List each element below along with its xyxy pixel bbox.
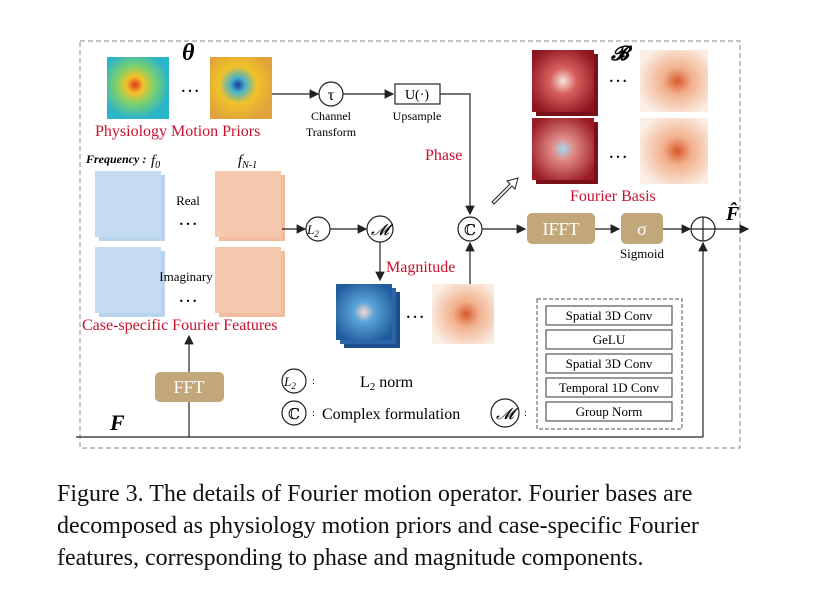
magnitude-ellipsis: … bbox=[405, 301, 425, 323]
magnitude-image-peach bbox=[432, 284, 494, 344]
legend-layer-box bbox=[545, 353, 673, 374]
sigma-symbol: σ bbox=[637, 219, 647, 239]
legend-layer-label: GeLU bbox=[593, 332, 626, 347]
figure-caption: Figure 3. The details of Fourier motion … bbox=[57, 481, 699, 571]
feature-real-peach bbox=[215, 171, 281, 237]
hollow-arrow-to-basis bbox=[491, 177, 519, 205]
m-node-symbol: 𝓜 bbox=[371, 222, 394, 239]
feature-imag-peach bbox=[215, 247, 281, 313]
legend-m-colon: : bbox=[524, 408, 527, 419]
l2-node-symbol: L2 bbox=[306, 222, 319, 239]
theta-symbol: θ bbox=[182, 40, 195, 66]
prior-heatmap-last bbox=[210, 57, 272, 119]
upsample-label: Upsample bbox=[393, 109, 442, 123]
legend-layer-label: Group Norm bbox=[576, 404, 643, 419]
f-hat-label: F̂ bbox=[725, 201, 740, 225]
fft-box bbox=[155, 372, 224, 402]
legend-m-node bbox=[490, 398, 520, 428]
legend-layer-label: Spatial 3D Conv bbox=[566, 308, 653, 323]
basis-image-peach-bottom bbox=[640, 118, 708, 184]
prior-ellipsis: … bbox=[180, 75, 200, 97]
frequency-label: Frequency : bbox=[85, 152, 146, 166]
diagram-border bbox=[79, 40, 741, 449]
legend-l2-colon: : bbox=[312, 376, 315, 387]
basis-image-red-top bbox=[532, 50, 594, 112]
complex-node-symbol: ℂ bbox=[464, 223, 476, 239]
arrow-upsample-to-complex bbox=[440, 93, 475, 216]
fN1-label: fN-1 bbox=[238, 153, 257, 171]
channel-label: Channel bbox=[311, 109, 352, 123]
legend-l2-node bbox=[281, 368, 307, 394]
legend-l2-node-symbol: L2 bbox=[283, 374, 296, 391]
upsample-symbol: U(·) bbox=[405, 88, 429, 103]
transform-label: Transform bbox=[306, 125, 357, 139]
fourier-motion-operator-diagram: … θ Physiology Motion Priors τ Channel T… bbox=[76, 40, 750, 449]
sigmoid-label: Sigmoid bbox=[620, 246, 665, 261]
fft-label: FFT bbox=[173, 377, 204, 397]
legend-complex-text: Complex formulation bbox=[322, 406, 460, 423]
f0-label: f0 bbox=[151, 153, 160, 171]
basis-image-peach-top bbox=[640, 50, 708, 112]
prior-heatmap-first bbox=[107, 57, 169, 119]
legend-layer-box bbox=[545, 329, 673, 350]
legend-layer-box bbox=[545, 377, 673, 398]
legend-layer-label: Spatial 3D Conv bbox=[566, 356, 653, 371]
feature-real-blue bbox=[95, 171, 161, 237]
legend-complex-symbol: ℂ bbox=[288, 407, 300, 423]
physiology-motion-priors-label: Physiology Motion Priors bbox=[95, 123, 260, 140]
legend-complex-colon: : bbox=[312, 408, 315, 419]
magnitude-label: Magnitude bbox=[386, 259, 455, 276]
f-input-label: F bbox=[109, 410, 125, 435]
legend-complex-node bbox=[281, 400, 307, 426]
magnitude-image-blue bbox=[336, 284, 392, 340]
tau-symbol: τ bbox=[328, 87, 335, 104]
sigma-box bbox=[621, 213, 663, 244]
legend-layer-label: Temporal 1D Conv bbox=[559, 380, 660, 395]
legend-m-symbol: 𝓜 bbox=[496, 406, 519, 423]
imag-ellipsis: … bbox=[178, 285, 198, 307]
ifft-box bbox=[527, 213, 595, 244]
legend-l2-text: L2 norm bbox=[360, 374, 414, 393]
real-ellipsis: … bbox=[178, 208, 198, 230]
legend-m-block bbox=[536, 298, 683, 430]
ifft-label: IFFT bbox=[542, 219, 579, 239]
legend-layer-box bbox=[545, 401, 673, 422]
basis-symbol: 𝓑 bbox=[610, 43, 633, 65]
imaginary-label: Imaginary bbox=[159, 269, 213, 284]
basis-ellipsis-top: … bbox=[608, 65, 628, 87]
real-label: Real bbox=[176, 193, 200, 208]
feature-imag-blue bbox=[95, 247, 161, 313]
fourier-basis-label: Fourier Basis bbox=[570, 188, 656, 205]
basis-image-red-bottom bbox=[532, 118, 594, 180]
legend-layer-box bbox=[545, 305, 673, 326]
basis-ellipsis-bottom: … bbox=[608, 141, 628, 163]
phase-label: Phase bbox=[425, 147, 462, 164]
case-specific-label: Case-specific Fourier Features bbox=[82, 317, 277, 334]
